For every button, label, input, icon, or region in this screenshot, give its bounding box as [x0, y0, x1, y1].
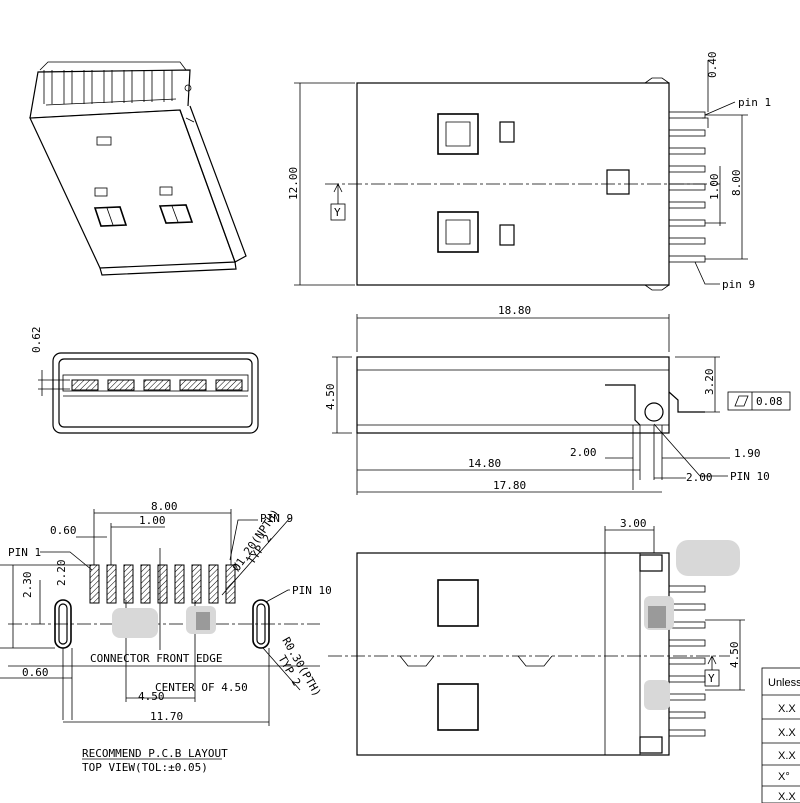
- pcb-title-1: RECOMMEND P.C.B LAYOUT: [82, 747, 228, 760]
- pin1-pcb-label: PIN 1: [8, 546, 41, 559]
- dim-0-60-bottom: 0.60: [22, 666, 49, 679]
- dim-0-62: 0.62: [30, 327, 43, 354]
- dim-14-80: 14.80: [468, 457, 501, 470]
- pin9-pcb-label: PIN 9: [260, 512, 293, 525]
- datum-y2: Y: [708, 672, 715, 685]
- front-view: 0.62: [30, 327, 259, 434]
- dim-12-00: 12.00: [287, 167, 300, 200]
- pin10-pcb-label: PIN 10: [292, 584, 332, 597]
- pcb-title-2: TOP VIEW(TOL:±0.05): [82, 761, 208, 774]
- dim-0-60-top: 0.60: [50, 524, 77, 537]
- pin10-side-label: PIN 10: [730, 470, 770, 483]
- iso-pins: [39, 61, 187, 104]
- dim-1-00-side: 1.00: [708, 174, 721, 201]
- dim-2-00-a: 2.00: [570, 446, 597, 459]
- dim-8-00-side: 8.00: [730, 170, 743, 197]
- dim-4-50-bottom: 4.50: [728, 642, 741, 669]
- datum-y: Y: [334, 206, 341, 219]
- dim-0-40: 0.40: [706, 52, 719, 79]
- top-view-pins: [668, 111, 706, 263]
- dim-2-30: 2.30: [21, 572, 34, 599]
- tb-row2: X.X: [778, 703, 796, 715]
- side-view: 18.80 4.50 3.20 0.08 2.00 1.90 14.80 2.0…: [324, 304, 791, 495]
- dim-1-00-pcb: 1.00: [139, 514, 166, 527]
- dim-18-80: 18.80: [498, 304, 531, 317]
- front-view-pins: [71, 379, 243, 391]
- dim-2-20: 2.20: [55, 560, 68, 587]
- dim-1-90: 1.90: [734, 447, 761, 460]
- dim-8-00-pcb: 8.00: [151, 500, 178, 513]
- dim-11-70: 11.70: [150, 710, 183, 723]
- title-block: Unless X.X X.X X.X X° X.X: [761, 667, 800, 803]
- tb-row1: Unless: [768, 677, 800, 689]
- pin1-top-label: pin 1: [738, 96, 771, 109]
- bottom-view: 3.00 4.50 Y: [328, 517, 745, 756]
- tb-row4: X.X: [778, 750, 796, 762]
- dim-4-50-pcb: 4.50: [138, 690, 165, 703]
- pin9-top-label: pin 9: [722, 278, 755, 291]
- dim-3-00: 3.00: [620, 517, 647, 530]
- tb-row6: X.X: [778, 791, 796, 803]
- tb-row3: X.X: [778, 727, 796, 739]
- tb-row5: X°: [778, 771, 790, 783]
- dim-3-20: 3.20: [703, 369, 716, 396]
- dim-2-00-b: 2.00: [686, 471, 713, 484]
- top-view: 12.00 Y 0.40 pin 1 8.00 1.00 pin 9: [287, 52, 771, 292]
- pcb-pads: [89, 564, 236, 604]
- dim-4-50-front: 4.50: [324, 384, 337, 411]
- connector-front-edge-label: CONNECTOR FRONT EDGE: [90, 652, 222, 665]
- isometric-view: [29, 61, 247, 276]
- dim-17-80: 17.80: [493, 479, 526, 492]
- center-of-label: CENTER OF 4.50: [155, 681, 248, 694]
- flatness-value: 0.08: [756, 395, 783, 408]
- pcb-layout: 8.00 0.60 1.00 PIN 9 PIN 1 Ø1.20(NPTH) T…: [0, 500, 332, 774]
- bottom-view-pins: [668, 585, 706, 737]
